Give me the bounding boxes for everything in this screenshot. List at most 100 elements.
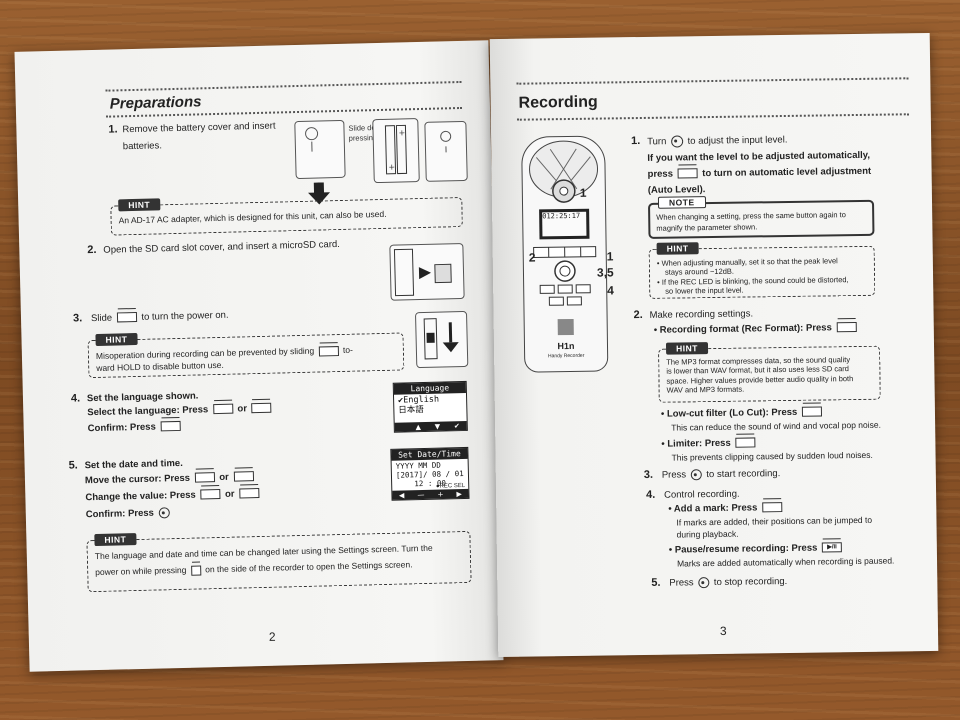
play-pause-button-icon: ▶/II	[821, 542, 843, 553]
step-text: • Pause/resume recording: Press ▶/II	[669, 542, 844, 557]
battery-cover-closed-illustration	[424, 120, 468, 182]
lo-cut-button-icon	[212, 404, 233, 415]
step-number: 3.	[643, 468, 654, 481]
step-number: 5.	[651, 576, 661, 589]
audio-button-icon	[836, 322, 857, 333]
hint-text-b: to-	[342, 344, 353, 355]
mark-desc: If marks are added, their positions can …	[676, 514, 873, 528]
autolevel-button-icon	[677, 168, 698, 179]
step-number: 4.	[646, 488, 656, 501]
lo-cut-button-icon	[801, 406, 822, 418]
record-button-icon	[698, 577, 710, 589]
device-model: H1n	[557, 340, 575, 352]
step-text-pre: Turn	[647, 136, 667, 148]
rec-format-text: • Recording format (Rec Format): Press	[653, 322, 832, 336]
autolevel-button-icon	[160, 421, 181, 432]
or-text: or	[219, 471, 229, 484]
record-button-icon	[158, 507, 170, 519]
step-number: 2.	[87, 243, 97, 257]
autolevel-button-icon	[233, 471, 254, 483]
speaker-grill-icon	[440, 130, 452, 153]
step-title: Set the date and time.	[84, 457, 183, 472]
audio-button-icon	[761, 502, 783, 513]
callout-number: 4	[607, 283, 615, 298]
lcd-body: ✔English 日本語	[394, 393, 467, 417]
step-text: Change the value: Press or	[85, 488, 261, 505]
step-text: • Add a mark: Press	[668, 502, 784, 516]
note-label: NOTE	[657, 196, 706, 209]
step-text: • Limiter: Press	[661, 437, 757, 451]
confirm-text: Confirm: Press	[87, 421, 156, 435]
step-text: Press to stop recording.	[669, 576, 787, 590]
device-subtitle: Handy Recorder	[547, 352, 585, 360]
hint-text: • When adjusting manually, set it so tha…	[657, 256, 849, 296]
h1n-recorder-icon	[529, 140, 599, 336]
minus-icon: —	[417, 490, 425, 499]
left-page: Preparations 1. Remove the battery cover…	[14, 40, 504, 672]
check-icon: ✔	[453, 421, 460, 430]
section-title: Recording	[518, 93, 598, 112]
left-arrow-icon: ◀	[398, 490, 405, 500]
note-text: magnify the parameter shown.	[656, 222, 758, 233]
callout-number: 2	[528, 250, 536, 265]
auto-level-text: to turn on automatic level adjustment	[702, 165, 872, 180]
step-title: Make recording settings.	[649, 308, 754, 321]
step-text-pre: Press	[669, 577, 694, 589]
arrow-down-icon	[308, 182, 331, 210]
pause-text: • Pause/resume recording: Press	[668, 542, 818, 556]
battery-icon: + +	[384, 124, 408, 175]
recorder-illustration: 012:25:17 H1n Handy Recorder	[521, 135, 609, 373]
side-button-icon	[190, 565, 201, 576]
confirm-text: Confirm: Press	[85, 507, 155, 521]
step-text: Confirm: Press	[86, 507, 172, 522]
step-title: Control recording.	[664, 488, 740, 501]
section-title: Preparations	[109, 93, 202, 113]
limiter-desc: This prevents clipping caused by sudden …	[671, 449, 873, 463]
down-arrow-icon: ▼	[434, 422, 441, 431]
hint-label: HINT	[95, 332, 138, 346]
callout-number: 1	[606, 249, 614, 264]
page-number: 3	[719, 623, 727, 638]
step-number: 2.	[633, 308, 643, 322]
page-number: 2	[268, 629, 276, 644]
plus-icon: +	[437, 490, 444, 499]
battery-cover-icon	[305, 127, 319, 152]
battery-cover-illustration	[294, 119, 346, 180]
step-text-post: to turn the power on.	[141, 309, 229, 323]
hint-label: HINT	[94, 533, 137, 547]
step-text: press to turn on automatic level adjustm…	[648, 166, 872, 182]
svg-text:+: +	[388, 163, 395, 172]
hint-label: HINT	[665, 342, 708, 355]
sd-card-icon	[393, 248, 452, 297]
step-text-post: to stop recording.	[713, 576, 788, 589]
or-text: or	[237, 403, 248, 415]
pause-desc: Marks are added automatically when recor…	[676, 555, 895, 569]
svg-text:+: +	[398, 128, 405, 137]
hold-switch-illustration	[414, 310, 469, 369]
step-text-post: to adjust the input level.	[687, 134, 788, 147]
language-lcd-screen: Language ✔English 日本語 ▲ ▼ ✔	[392, 380, 468, 433]
mark-desc: during playback.	[676, 528, 739, 540]
step-text: Confirm: Press	[88, 421, 183, 436]
step-number: 1.	[108, 123, 118, 136]
select-language-text: Select the language: Press	[87, 404, 209, 419]
limiter-text: • Limiter: Press	[661, 437, 731, 450]
step-text-post: to start recording.	[706, 468, 781, 481]
or-text: or	[224, 488, 235, 500]
divider	[516, 77, 909, 85]
lcd-footer: ▲ ▼ ✔	[394, 420, 467, 432]
limiter-button-icon	[735, 437, 756, 449]
low-cut-text: • Low-cut filter (Lo Cut): Press	[660, 406, 798, 420]
change-value-text: Change the value: Press	[85, 489, 196, 504]
record-button-icon	[690, 469, 702, 481]
lcd-line: 日本語	[398, 405, 425, 416]
audio-button-icon	[194, 472, 215, 484]
step-text: Turn to adjust the input level.	[647, 134, 788, 149]
right-arrow-icon: ▶	[456, 489, 462, 498]
step-number: 4.	[70, 392, 81, 405]
divider	[516, 113, 909, 121]
step-text: batteries.	[122, 140, 163, 153]
add-mark-text: • Add a mark: Press	[668, 502, 758, 515]
device-lcd-time: 012:25:17	[542, 211, 581, 221]
limiter-button-icon	[239, 488, 260, 500]
